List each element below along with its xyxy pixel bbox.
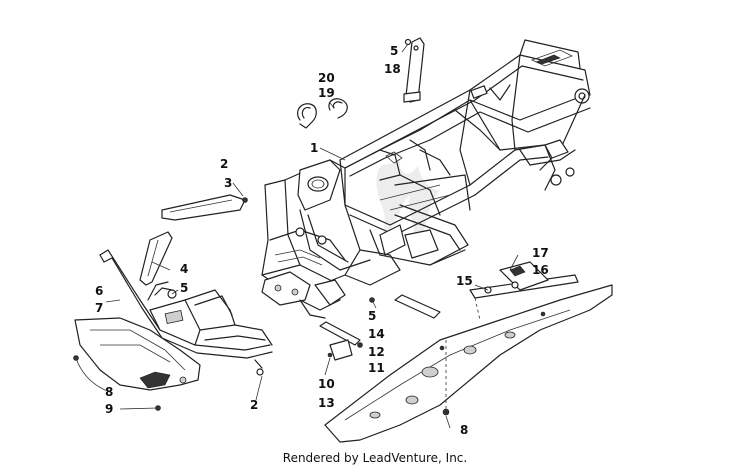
frame-exploded-diagram: 1 2 3 4 5 6 7 8 9 2 20 19 5 18 17 16 15 … [73, 37, 613, 443]
callout-3: 3 [224, 176, 232, 190]
callout-19: 19 [318, 86, 335, 100]
front-brackets [139, 194, 248, 299]
render-credit: Rendered by LeadVenture, Inc. [282, 451, 468, 465]
callout-1: 1 [310, 141, 318, 155]
callout-5-top: 5 [390, 44, 398, 58]
callout-10: 10 [318, 377, 335, 391]
callout-13: 13 [318, 396, 335, 410]
callout-14: 14 [368, 327, 385, 341]
callout-5-mid: 5 [368, 309, 376, 323]
callout-4: 4 [180, 262, 188, 276]
callout-16: 16 [532, 263, 549, 277]
dashed-lines [445, 297, 481, 410]
callout-6: 6 [95, 284, 103, 298]
bracket-part [403, 37, 425, 103]
callout-11: 11 [368, 361, 385, 375]
clamp-parts [297, 98, 348, 129]
callout-8-right: 8 [460, 423, 468, 437]
rear-crossmember [469, 261, 579, 299]
callout-2-bottom: 2 [250, 398, 258, 412]
callout-8-left: 8 [105, 385, 113, 399]
callout-9: 9 [105, 402, 113, 416]
callout-labels: 1 2 3 4 5 6 7 8 9 2 20 19 5 18 17 16 15 … [95, 44, 549, 437]
callout-12: 12 [368, 345, 385, 359]
front-bumper [73, 249, 273, 411]
callout-15: 15 [456, 274, 473, 288]
main-skid-plate [324, 284, 613, 443]
callout-20: 20 [318, 71, 335, 85]
callout-2-top: 2 [220, 157, 228, 171]
leader-lines [75, 43, 519, 429]
main-frame [261, 39, 591, 319]
callout-17: 17 [532, 246, 549, 260]
callout-5-left: 5 [180, 281, 188, 295]
callout-18: 18 [384, 62, 401, 76]
callout-7: 7 [95, 301, 103, 315]
